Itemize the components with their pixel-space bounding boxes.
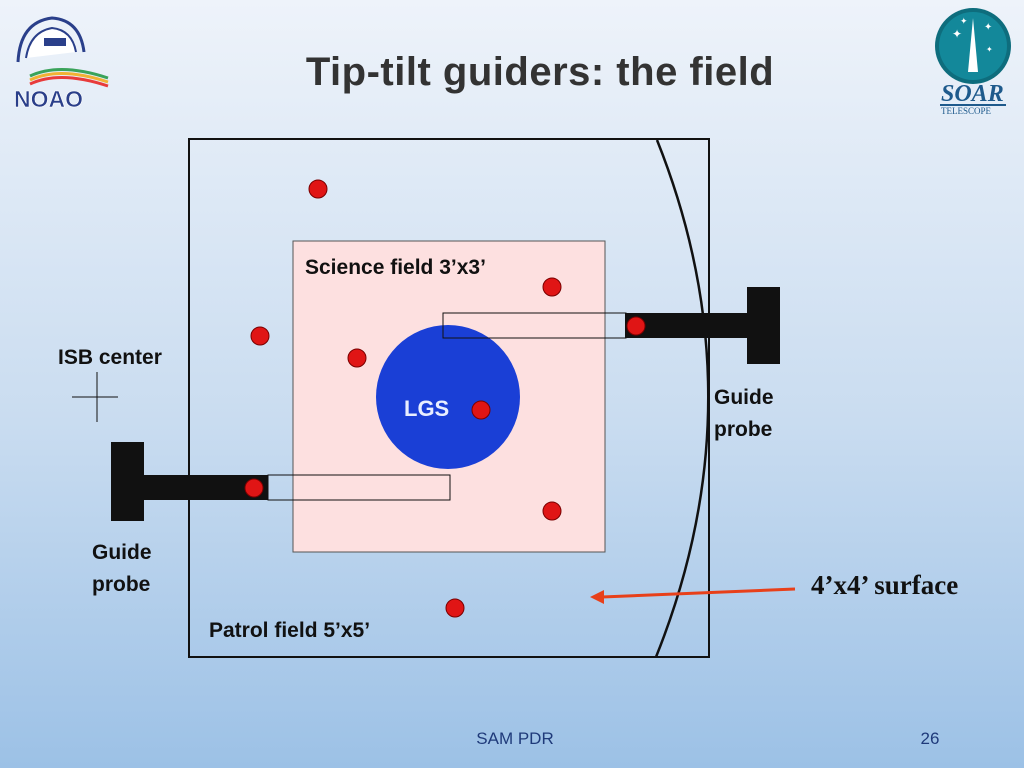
guide-star — [445, 598, 465, 618]
guide-probe-left-label-line2: probe — [92, 573, 150, 596]
surface-arrow — [590, 587, 796, 604]
guide-star — [471, 400, 491, 420]
footer-title: SAM PDR — [476, 729, 554, 748]
surface-label: 4’x4’ surface — [811, 570, 958, 600]
isb-center-label: ISB center — [58, 346, 162, 369]
svg-text:✦: ✦ — [960, 16, 968, 26]
soar-logo-text: SOAR — [941, 81, 1004, 107]
guide-star — [626, 316, 646, 336]
soar-logo: ✦ ✦ ✦ ✦ SOAR TELESCOPE — [935, 8, 1011, 116]
soar-logo-subtext: TELESCOPE — [941, 106, 992, 116]
guide-probe-left-label-line1: Guide — [92, 541, 152, 564]
page-number: 26 — [920, 729, 940, 748]
svg-text:✦: ✦ — [984, 22, 992, 33]
slide-title: Tip-tilt guiders: the field — [305, 50, 775, 94]
guide-probe-right-label-line2: probe — [714, 418, 772, 441]
guide-star — [250, 326, 270, 346]
guide-stars — [244, 179, 646, 618]
svg-text:✦: ✦ — [952, 27, 962, 41]
lgs-disk — [376, 325, 520, 469]
guide-probe-right — [442, 287, 780, 364]
guide-star — [542, 501, 562, 521]
surface-arc — [654, 139, 710, 658]
guide-probe-right-label-line1: Guide — [714, 386, 774, 409]
lgs-label: LGS — [404, 396, 449, 421]
guide-star — [244, 478, 264, 498]
guide-star — [542, 277, 562, 297]
svg-text:✦: ✦ — [986, 45, 993, 54]
guide-star — [347, 348, 367, 368]
isb-center-crosshair — [72, 372, 118, 422]
guide-star — [308, 179, 328, 199]
science-field-label: Science field 3’x3’ — [305, 256, 486, 279]
noao-logo: NOAO — [14, 16, 109, 112]
noao-logo-text: NOAO — [14, 86, 83, 112]
patrol-field-label: Patrol field 5’x5’ — [209, 619, 370, 642]
